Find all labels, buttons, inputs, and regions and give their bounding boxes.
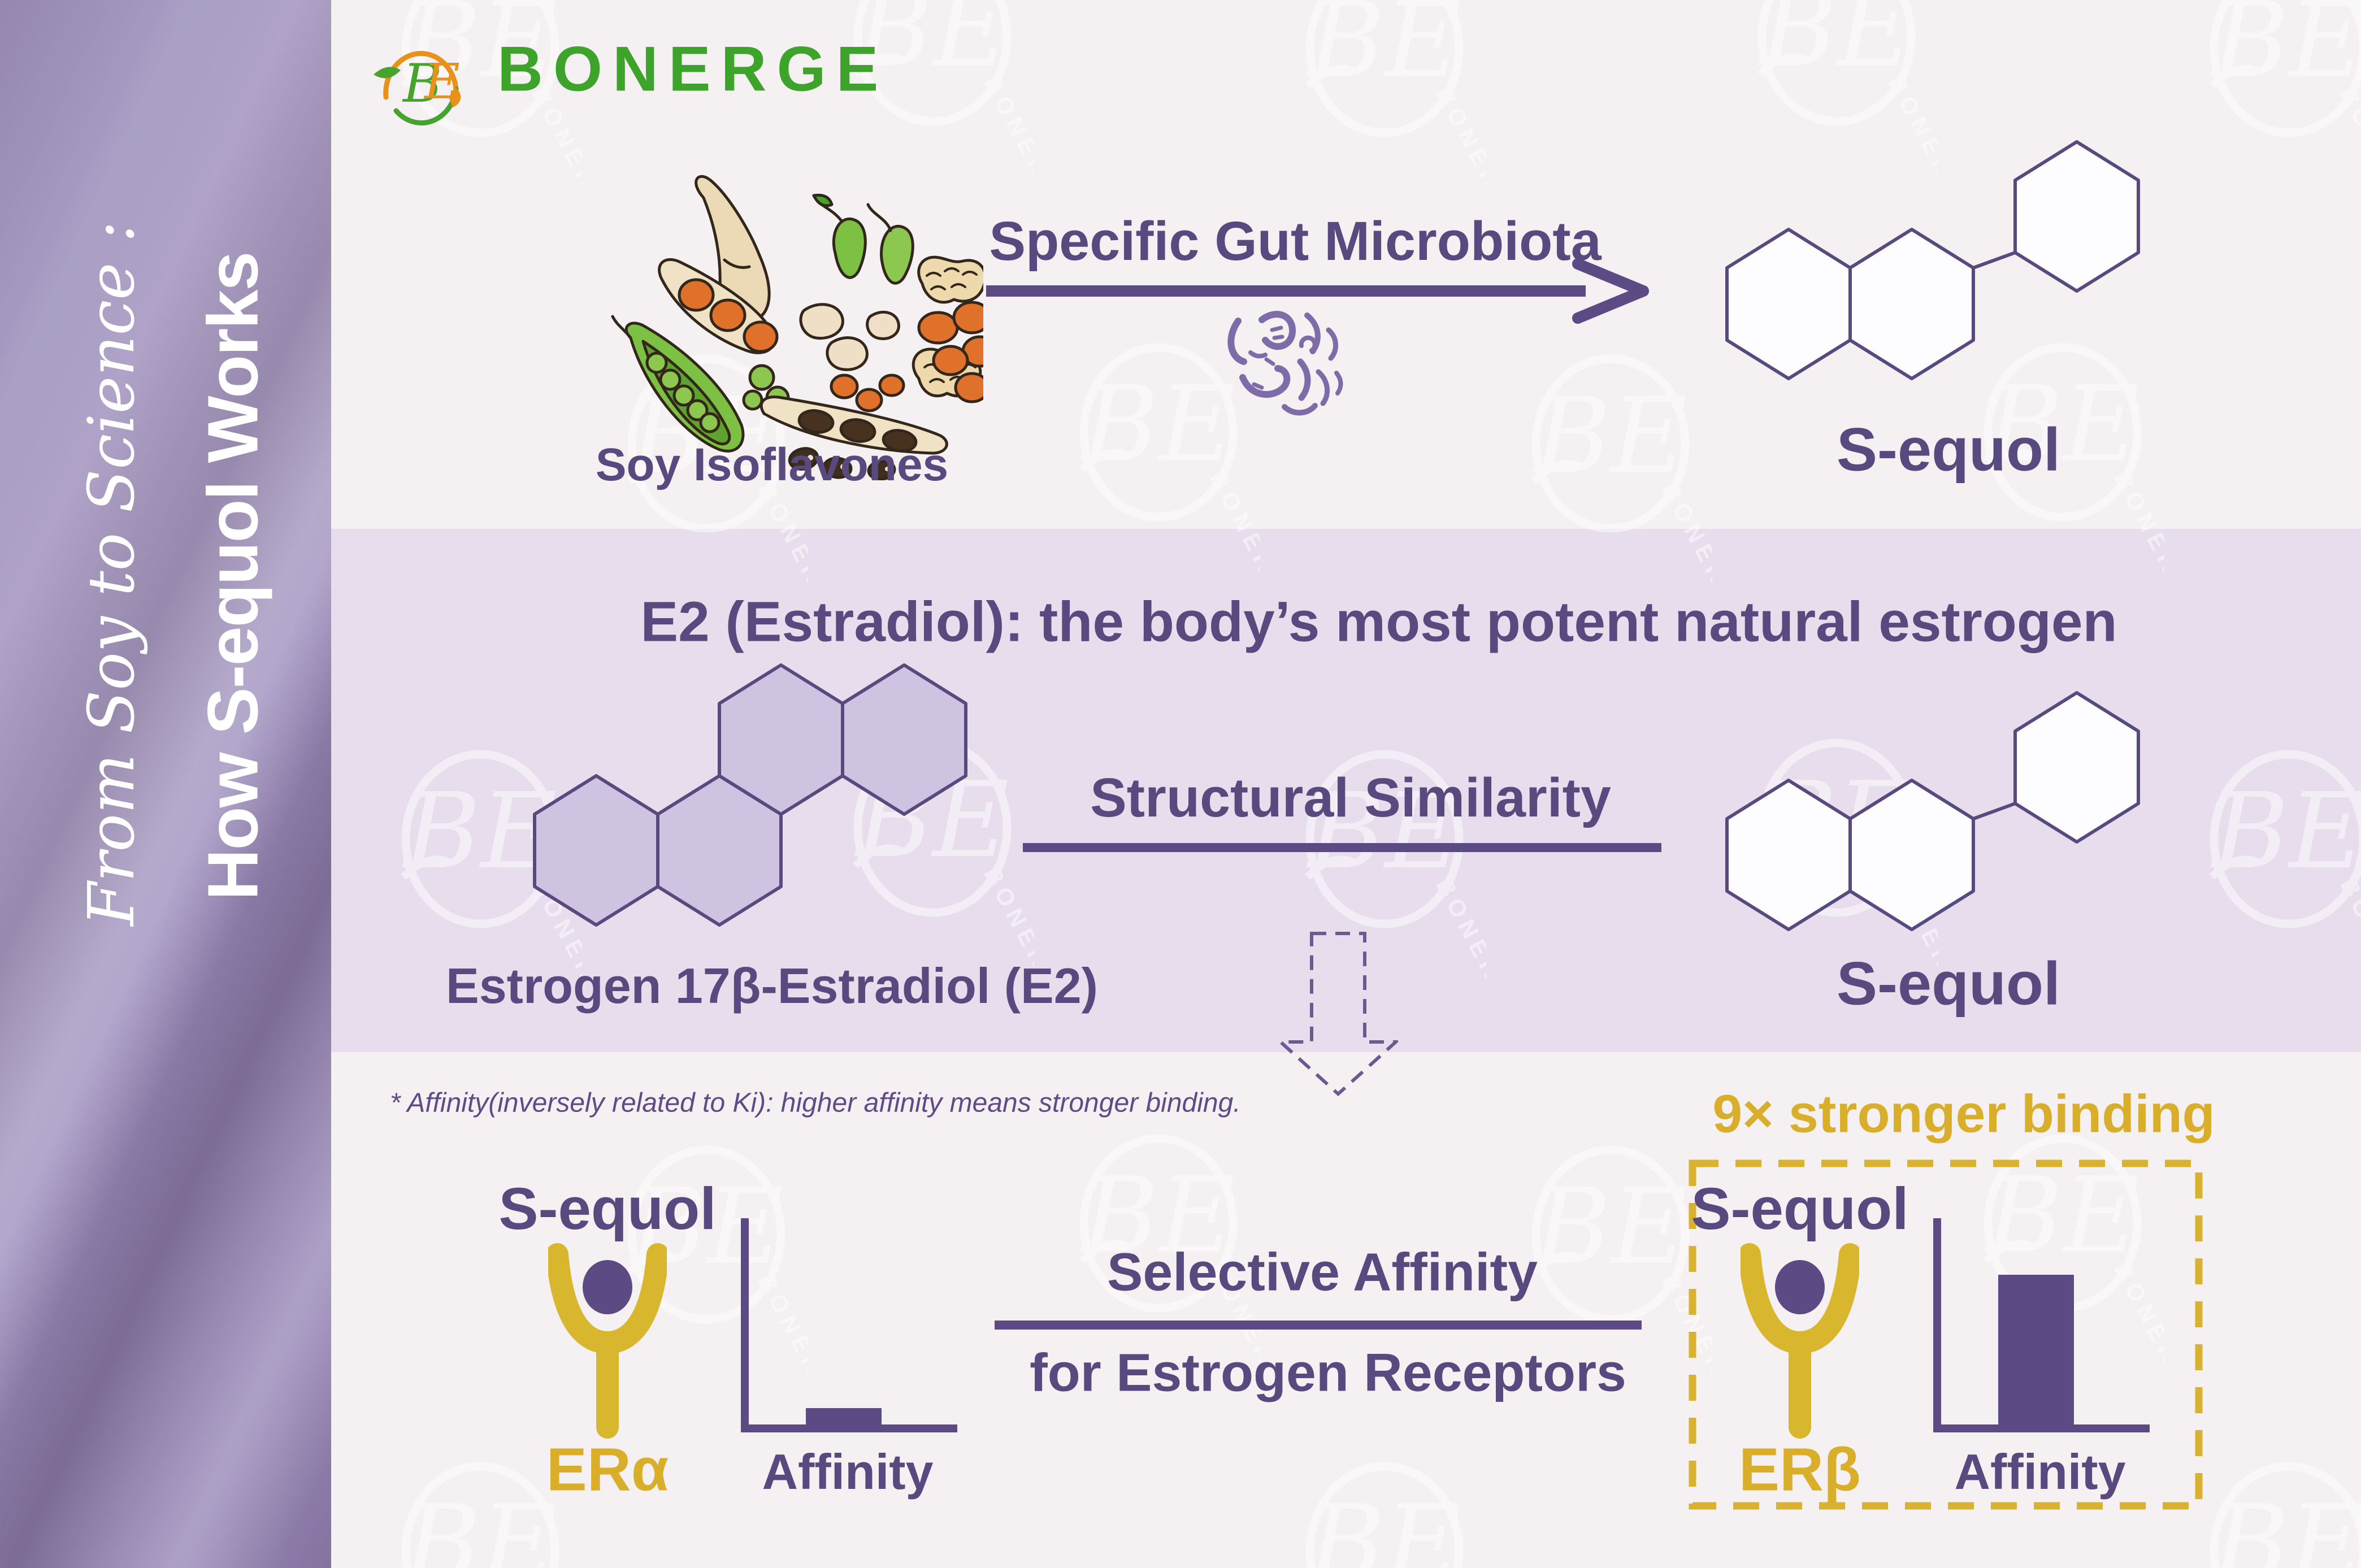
erb-axis-label: Affinity — [1954, 1444, 2126, 1500]
selective-affinity-divider — [995, 1321, 1642, 1330]
erb-receptor-icon — [1741, 1243, 1859, 1439]
sidebar-title-text: How S-equol Works — [193, 252, 273, 901]
sidebar-tagline-text: From Soy to Science : — [75, 221, 149, 926]
erb-ligand-label: S-equol — [1691, 1176, 1909, 1242]
sequol-molecule-top — [1725, 140, 2140, 380]
brand-watermark — [2204, 0, 2361, 203]
structural-similarity-label: Structural Similarity — [1090, 767, 1611, 828]
erb-affinity-bar — [1998, 1275, 2074, 1424]
selective-affinity-line2: for Estrogen Receptors — [1030, 1343, 1626, 1403]
brand-watermark — [1300, 0, 1486, 203]
soy-isoflavones-label: Soy Isoflavones — [595, 439, 949, 490]
gut-microbiota-label: Specific Gut Microbiota — [989, 210, 1602, 272]
brand-watermark — [2204, 1458, 2361, 1568]
right-arrow-icon — [986, 258, 1649, 324]
era-receptor-label: ERα — [546, 1435, 669, 1504]
sequol-label-middle: S-equol — [1837, 949, 2060, 1018]
soy-isoflavones-illustration — [611, 175, 983, 480]
dashed-down-arrow-icon — [1278, 932, 1398, 1096]
erb-affinity-chart — [1933, 1218, 2150, 1432]
middle-band-background — [0, 529, 2361, 1052]
estradiol-headline: E2 (Estradiol): the body’s most potent n… — [640, 590, 2117, 654]
sequol-molecule-middle — [1725, 691, 2140, 931]
brand-watermark — [1300, 1458, 1486, 1568]
left-sidebar: From Soy to Science : How S-equol Works — [0, 0, 331, 1568]
era-affinity-bar — [806, 1408, 882, 1424]
era-receptor-icon — [548, 1243, 667, 1439]
svg-text:E: E — [423, 54, 460, 110]
era-ligand-label: S-equol — [498, 1176, 717, 1242]
erb-receptor-label: ERβ — [1739, 1435, 1861, 1504]
stronger-binding-highlight: 9× stronger binding — [1712, 1084, 2215, 1144]
structural-similarity-divider — [1023, 843, 1661, 852]
affinity-footnote: * Affinity(inversely related to Ki): hig… — [390, 1088, 1241, 1118]
brand-wordmark: BONERGE — [497, 33, 889, 105]
sequol-label-top: S-equol — [1837, 415, 2060, 484]
bonerge-logo-icon: B E — [374, 51, 461, 125]
estradiol-label: Estrogen 17β-Estradiol (E2) — [446, 958, 1098, 1014]
era-affinity-chart — [741, 1218, 957, 1432]
selective-affinity-line1: Selective Affinity — [1107, 1242, 1538, 1302]
gut-bacteria-icon — [1227, 311, 1343, 416]
era-axis-label: Affinity — [762, 1444, 934, 1500]
